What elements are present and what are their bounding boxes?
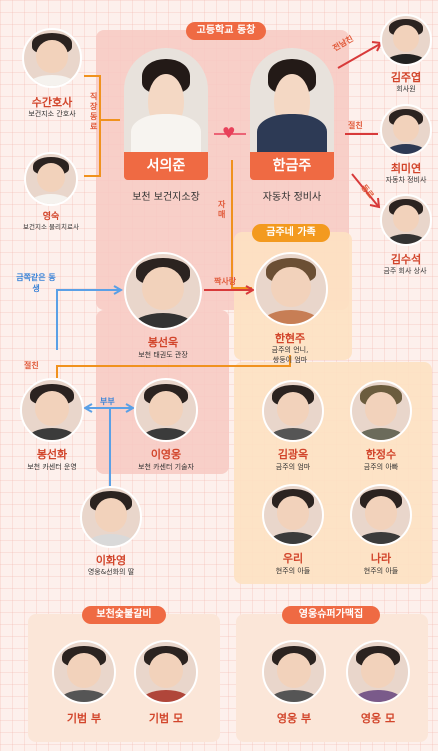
yeongung-super-pill: 영웅슈퍼가맥집 bbox=[282, 606, 380, 624]
hanhyeonju-name: 한현주 bbox=[274, 332, 306, 345]
choemiyeon-avatar[interactable] bbox=[380, 104, 432, 156]
uri-avatar[interactable] bbox=[262, 484, 324, 546]
couple-tag: 부부 bbox=[100, 397, 115, 406]
ihwayeong-avatar[interactable] bbox=[80, 486, 142, 548]
hanhyeonju-role2: 쌍둥이 엄마 bbox=[272, 356, 308, 364]
kimgwangok-name: 김광옥 bbox=[277, 448, 309, 461]
gibeop-mo-avatar[interactable] bbox=[134, 640, 198, 704]
sugan-name: 수간호사 bbox=[31, 96, 73, 109]
ihwayeong-role: 영웅&선화의 딸 bbox=[87, 568, 135, 576]
ihwayeong-name: 이화영 bbox=[95, 554, 127, 567]
hangeumju-portrait[interactable]: 한금주 bbox=[250, 48, 334, 180]
kimsuseok-avatar[interactable] bbox=[380, 194, 432, 246]
kimsuseok-role: 금주 회사 상사 bbox=[383, 267, 427, 275]
hanjeongsu-role: 금주의 아빠 bbox=[363, 463, 399, 471]
iyeongung-name: 이영웅 bbox=[150, 448, 182, 461]
yeongung-bu-avatar[interactable] bbox=[262, 640, 326, 704]
kimsuseok-name: 김수석 bbox=[390, 253, 422, 266]
gibeop-mo-name: 기범 모 bbox=[148, 712, 184, 725]
workplace-tag: 직장동료 bbox=[90, 92, 98, 131]
bocheon-galbi-pill: 보천숯불갈비 bbox=[82, 606, 166, 624]
yeongsun-name: 영숙 bbox=[42, 212, 60, 222]
kimjuyeop-avatar[interactable] bbox=[380, 14, 432, 66]
uri-role: 현주의 아들 bbox=[275, 567, 311, 575]
nara-role: 현주의 아들 bbox=[363, 567, 399, 575]
bongseonhwa-name: 봉선화 bbox=[36, 448, 68, 461]
nara-name: 나라 bbox=[370, 552, 392, 565]
seouijun-role: 보천 보건지소장 bbox=[132, 192, 200, 203]
bongseonuk-role: 보천 태권도 관장 bbox=[138, 351, 188, 359]
yeongsun-role: 보건지소 물리치료사 bbox=[23, 223, 79, 231]
nara-avatar[interactable] bbox=[350, 484, 412, 546]
gibeop-bu-name: 기범 부 bbox=[66, 712, 102, 725]
bongseonhwa-role: 보천 카센터 운영 bbox=[27, 463, 77, 471]
kimjuyeop-name: 김주엽 bbox=[390, 71, 422, 84]
uri-name: 우리 bbox=[282, 552, 304, 565]
siblings-tag: 자매 bbox=[218, 200, 226, 219]
sugan-role: 보건지소 간호사 bbox=[28, 110, 76, 118]
yeongsun-avatar[interactable] bbox=[24, 152, 78, 206]
hanjeongsu-avatar[interactable] bbox=[350, 380, 412, 442]
seouijun-portrait[interactable]: 서의준 bbox=[124, 48, 208, 180]
hanhyeonju-role1: 금주의 언니, bbox=[271, 346, 309, 354]
bongseonhwa-avatar[interactable] bbox=[20, 378, 84, 442]
choemiyeon-role: 자동차 정비사 bbox=[385, 176, 427, 184]
hangeumju-role: 자동차 정비사 bbox=[262, 192, 322, 203]
kimgwangok-avatar[interactable] bbox=[262, 380, 324, 442]
sugan-avatar[interactable] bbox=[22, 28, 82, 88]
gibeop-bu-avatar[interactable] bbox=[52, 640, 116, 704]
iyeongung-avatar[interactable] bbox=[134, 378, 198, 442]
hangeumju-name: 한금주 bbox=[250, 152, 334, 180]
high-school-pill: 고등학교 동창 bbox=[186, 22, 266, 40]
hanjeongsu-name: 한정수 bbox=[365, 448, 397, 461]
yeongung-mo-avatar[interactable] bbox=[346, 640, 410, 704]
iyeongung-role: 보천 카센터 기술자 bbox=[138, 463, 194, 471]
bongseonuk-avatar[interactable] bbox=[124, 252, 202, 330]
yeongung-bu-name: 영웅 부 bbox=[276, 712, 312, 725]
bongseonuk-name: 봉선욱 bbox=[147, 336, 179, 349]
geumju-family-pill: 금주네 가족 bbox=[252, 224, 330, 242]
kimjuyeop-role: 회사원 bbox=[396, 85, 416, 93]
like-sibling-tag: 금쪽같은 동생 bbox=[16, 273, 56, 293]
heart-icon: ♥ bbox=[222, 124, 236, 142]
close-tag: 절친 bbox=[348, 121, 363, 130]
hanhyeonju-avatar[interactable] bbox=[254, 252, 328, 326]
crush-tag: 짝사랑 bbox=[214, 277, 237, 286]
best-friend-tag: 절친 bbox=[24, 361, 39, 370]
yeongung-mo-name: 영웅 모 bbox=[360, 712, 396, 725]
seouijun-name: 서의준 bbox=[124, 152, 208, 180]
choemiyeon-name: 최미연 bbox=[390, 162, 422, 175]
kimgwangok-role: 금주의 엄마 bbox=[275, 463, 311, 471]
